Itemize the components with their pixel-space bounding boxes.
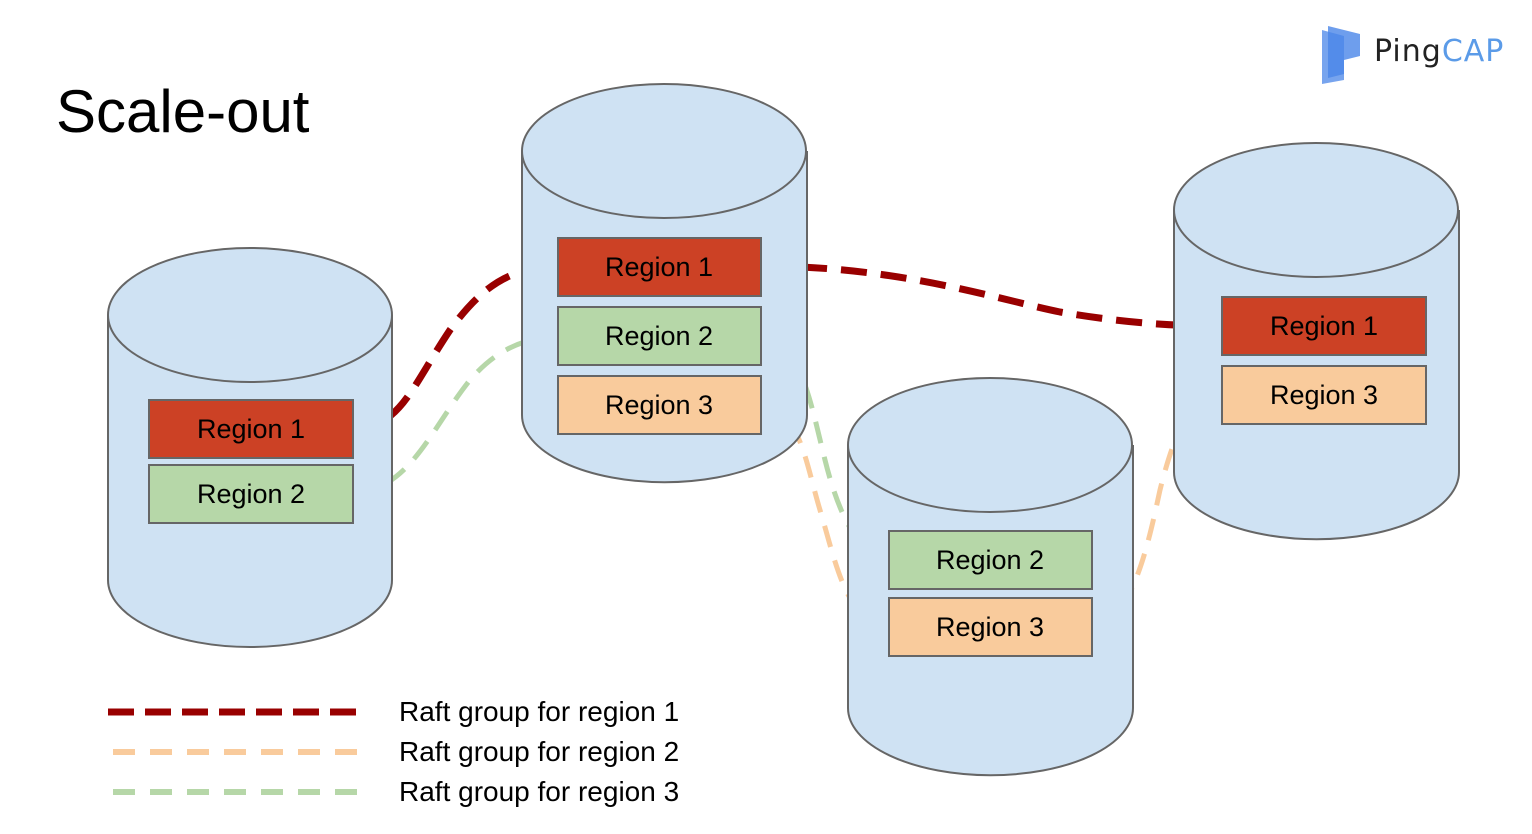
- legend-label-raft-region1: Raft group for region 1: [399, 696, 679, 727]
- region-label: Region 1: [1270, 311, 1378, 341]
- pingcap-logo: PingCAP: [1320, 22, 1510, 86]
- slide-title: Scale-out: [56, 78, 310, 145]
- region-label: Region 3: [936, 612, 1044, 642]
- legend-label-raft-region2: Raft group for region 2: [399, 736, 679, 767]
- storage-node-2: Region 1 Region 2 Region 3: [521, 83, 808, 484]
- legend-label-raft-region3: Raft group for region 3: [399, 776, 679, 807]
- pingcap-logo-icon: [1322, 26, 1360, 84]
- raft-line-region1-b: [760, 262, 1223, 330]
- region-label: Region 2: [605, 321, 713, 351]
- region-box-3: [1221, 365, 1427, 425]
- region-box-3: [557, 375, 762, 435]
- legend: Raft group for region 1 Raft group for r…: [108, 696, 679, 807]
- logo-wordmark: PingCAP: [1374, 34, 1504, 69]
- storage-node-4: Region 1 Region 3: [1173, 142, 1460, 541]
- region-box-2: [557, 306, 762, 366]
- region-label: Region 1: [605, 252, 713, 282]
- storage-node-1: Region 1 Region 2: [107, 247, 393, 648]
- region-box-1: [148, 399, 354, 459]
- region-label: Region 2: [197, 479, 305, 509]
- region-label: Region 3: [605, 390, 713, 420]
- logo-text-cap: CAP: [1441, 34, 1505, 69]
- logo-text-ping: Ping: [1374, 34, 1442, 69]
- region-box-2: [148, 464, 354, 524]
- region-box-1: [1221, 296, 1427, 356]
- region-box-3: [888, 597, 1093, 657]
- region-label: Region 2: [936, 545, 1044, 575]
- region-label: Region 3: [1270, 380, 1378, 410]
- storage-node-3: Region 2 Region 3: [847, 377, 1134, 777]
- raft-line-region2-b: [760, 333, 890, 563]
- region-box-1: [557, 237, 762, 297]
- region-label: Region 1: [197, 414, 305, 444]
- raft-line-region3-b: [1091, 393, 1223, 629]
- region-box-2: [888, 530, 1093, 590]
